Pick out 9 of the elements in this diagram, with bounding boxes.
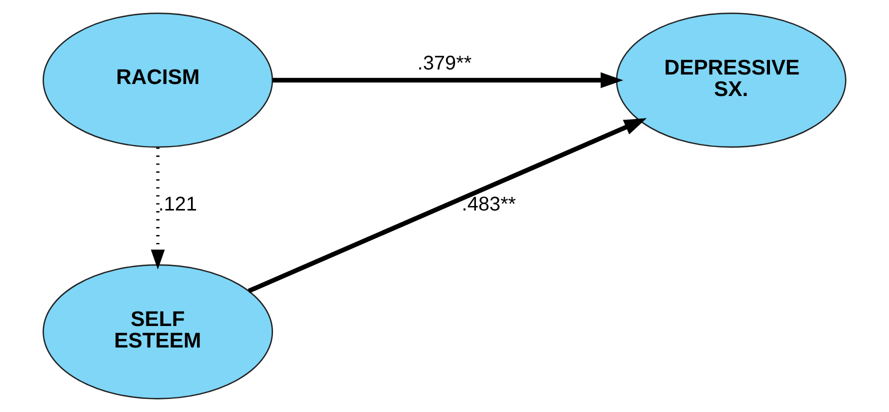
node-ellipse: SELF ESTEEM: [42, 264, 274, 400]
node-ellipse: DEPRESSIVE SX.: [616, 12, 846, 148]
arrow: [248, 118, 647, 294]
edge-label: .483**: [462, 194, 516, 216]
node-ellipse: RACISM: [42, 12, 274, 148]
edge-label: .379**: [417, 52, 472, 75]
arrow: [272, 72, 624, 88]
edge-label: .121: [158, 194, 198, 216]
arrow: [150, 148, 165, 270]
